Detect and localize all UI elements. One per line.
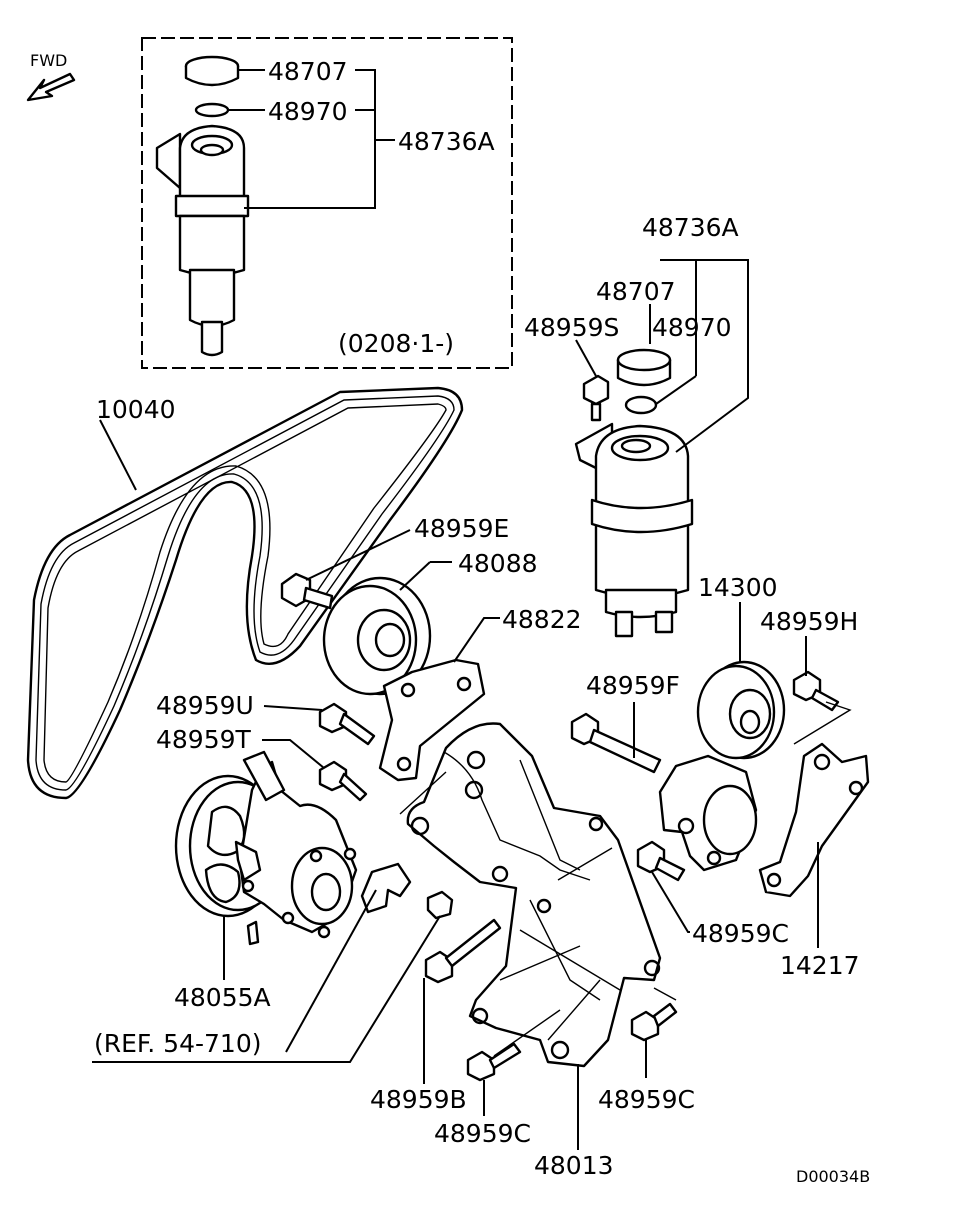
bolt-u (318, 702, 376, 746)
callout-bolt-u: 48959U (156, 691, 254, 720)
belt-tensioner (658, 660, 786, 872)
callout-idler-bolt: 48959E (414, 514, 509, 543)
callout-idler-bracket: 48822 (502, 605, 582, 634)
pump-plate (360, 862, 412, 914)
bolt-c-lower (466, 1042, 522, 1082)
reference-label: (REF. 54-710) (94, 1029, 261, 1058)
callout-seal: 48970 (652, 313, 732, 342)
fwd-label: FWD (30, 51, 67, 70)
callout-bolt-b: 48959B (370, 1085, 467, 1114)
callout-bolt-c-lower: 48959C (434, 1119, 531, 1148)
bolt-c-bottom (630, 1002, 678, 1042)
reservoir-cap (616, 348, 672, 387)
bolt-c-right (636, 840, 686, 882)
callout-pump: 48055A (174, 983, 271, 1012)
reservoir-seal-ring (624, 395, 658, 415)
bolt-f (570, 712, 662, 774)
callout-tank-bolt: 48959S (524, 313, 619, 342)
callout-belt: 10040 (96, 395, 176, 424)
callout-idler-pulley: 48088 (458, 549, 538, 578)
drawing-code: D00034B (796, 1167, 870, 1186)
callout-bolt-f: 48959F (586, 671, 680, 700)
callout-tank-inset: 48736A (398, 127, 495, 156)
callout-bolt-c-right: 48959C (692, 919, 789, 948)
reservoir-tank (574, 422, 694, 638)
callout-bolt-c-bottom: 48959C (598, 1085, 695, 1114)
callout-main-bracket: 48013 (534, 1151, 614, 1180)
callout-tank: 48736A (642, 213, 739, 242)
main-bracket (406, 722, 662, 1068)
tank-bolt (582, 374, 610, 422)
bolt-t (318, 760, 368, 802)
inset-note: (0208·1-) (338, 329, 454, 358)
inset-frame (141, 37, 513, 369)
tensioner-bracket (758, 742, 870, 898)
callout-seal-inset: 48970 (268, 97, 348, 126)
idler-bolt (280, 572, 334, 610)
power-steering-pump (174, 750, 358, 946)
bolt-h (792, 670, 840, 712)
callout-tensioner-bracket: 14217 (780, 951, 860, 980)
callout-cap-inset: 48707 (268, 57, 348, 86)
bolt-b (424, 890, 502, 984)
idler-bracket (378, 658, 486, 782)
drive-belt (26, 386, 464, 800)
forward-arrow-icon (26, 72, 76, 102)
callout-cap: 48707 (596, 277, 676, 306)
idler-pulley (322, 576, 432, 696)
callout-tensioner: 14300 (698, 573, 778, 602)
callout-bolt-h: 48959H (760, 607, 858, 636)
inset-reservoir-tank (155, 55, 250, 357)
callout-bolt-t: 48959T (156, 725, 252, 754)
